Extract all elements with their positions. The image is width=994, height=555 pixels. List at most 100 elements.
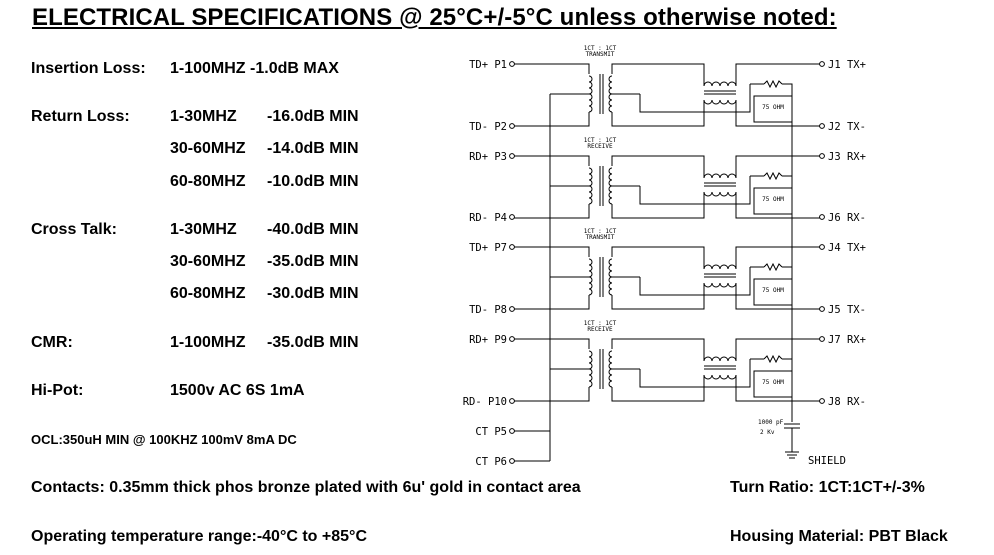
return-loss-label: Return Loss: xyxy=(31,108,130,125)
resistor-label: 75 OHM xyxy=(762,379,784,386)
capacitor-voltage-label: 2 Kv xyxy=(760,429,775,436)
choke-coil xyxy=(703,374,737,380)
right-pin-label: J3 RX+ xyxy=(828,151,866,163)
operating-temp-spec: Operating temperature range:-40°C to +85… xyxy=(31,528,367,545)
transformer-ratio-label: 1CT : 1CT xyxy=(584,137,617,144)
resistor-wire xyxy=(639,176,751,205)
transformer-secondary-coil xyxy=(608,350,613,388)
resistor-label: 75 OHM xyxy=(762,287,784,294)
left-pin-label: TD- P2 xyxy=(469,121,507,133)
left-pin-terminal xyxy=(509,61,515,67)
left-pin-terminal xyxy=(509,244,515,250)
right-pin-terminal xyxy=(819,336,825,342)
cmr-label: CMR: xyxy=(31,334,73,351)
input-wire xyxy=(514,112,590,127)
output-wire xyxy=(700,192,705,219)
output-wire xyxy=(700,283,705,310)
right-pin-terminal xyxy=(819,123,825,129)
left-pin-terminal xyxy=(509,428,515,434)
left-pin-terminal xyxy=(509,398,515,404)
input-wire xyxy=(514,204,590,219)
output-wire xyxy=(611,63,700,74)
transformer-primary-coil xyxy=(588,258,593,296)
left-pin-label: TD+ P7 xyxy=(469,242,507,254)
choke-coil xyxy=(703,173,737,179)
contacts-spec: Contacts: 0.35mm thick phos bronze plate… xyxy=(31,479,581,496)
output-wire xyxy=(611,338,700,349)
right-pin-label: J6 RX- xyxy=(828,212,866,224)
cross-talk-freq: 60-80MHZ xyxy=(170,285,246,302)
transformer-mode-label: TRANSMIT xyxy=(586,234,615,241)
output-wire xyxy=(700,63,705,86)
left-pin-terminal xyxy=(509,153,515,159)
transformer-primary-coil xyxy=(588,350,593,388)
output-wire xyxy=(700,375,705,402)
right-pin-terminal xyxy=(819,153,825,159)
transformer-mode-label: RECEIVE xyxy=(587,143,613,150)
right-pin-label: J7 RX+ xyxy=(828,334,866,346)
cross-talk-freq: 1-30MHZ xyxy=(170,221,237,238)
resistor-label: 75 OHM xyxy=(762,196,784,203)
choke-coil xyxy=(703,99,737,105)
left-pin-label: RD+ P9 xyxy=(469,334,507,346)
resistor-label: 75 OHM xyxy=(762,104,784,111)
return-loss-value: -14.0dB MIN xyxy=(267,140,359,157)
resistor-wire xyxy=(639,267,751,296)
output-wire xyxy=(611,295,700,310)
input-wire xyxy=(514,63,590,74)
output-wire xyxy=(700,338,705,361)
return-loss-value: -10.0dB MIN xyxy=(267,173,359,190)
transformer-primary-coil xyxy=(588,167,593,205)
output-wire xyxy=(735,63,820,86)
cmr-value: -35.0dB MIN xyxy=(267,334,359,351)
left-pin-terminal xyxy=(509,306,515,312)
resistor-wire xyxy=(639,359,751,388)
choke-coil xyxy=(703,356,737,362)
output-wire xyxy=(611,246,700,257)
return-loss-freq: 30-60MHZ xyxy=(170,140,246,157)
transformer-secondary-coil xyxy=(608,75,613,113)
left-pin-label: CT P5 xyxy=(475,426,507,438)
hipot-label: Hi-Pot: xyxy=(31,382,84,399)
right-pin-label: J8 RX- xyxy=(828,396,866,408)
right-pin-label: J1 TX+ xyxy=(828,59,866,71)
left-pin-terminal xyxy=(509,214,515,220)
transformer-ratio-label: 1CT : 1CT xyxy=(584,45,617,52)
transformer-mode-label: TRANSMIT xyxy=(586,51,615,58)
turn-ratio-spec: Turn Ratio: 1CT:1CT+/-3% xyxy=(730,479,925,496)
resistor-symbol xyxy=(763,171,783,181)
right-pin-label: J2 TX- xyxy=(828,121,866,133)
output-wire xyxy=(700,100,705,127)
page-title: ELECTRICAL SPECIFICATIONS @ 25°C+/-5°C u… xyxy=(32,4,837,31)
right-pin-label: J4 TX+ xyxy=(828,242,866,254)
resistor-symbol xyxy=(763,79,783,89)
left-pin-label: CT P6 xyxy=(475,456,507,468)
output-wire xyxy=(611,387,700,402)
cross-talk-value: -35.0dB MIN xyxy=(267,253,359,270)
return-loss-value: -16.0dB MIN xyxy=(267,108,359,125)
input-wire xyxy=(514,155,590,166)
cross-talk-value: -40.0dB MIN xyxy=(267,221,359,238)
choke-coil xyxy=(703,81,737,87)
left-pin-label: RD+ P3 xyxy=(469,151,507,163)
left-pin-terminal xyxy=(509,336,515,342)
return-loss-freq: 1-30MHZ xyxy=(170,108,237,125)
capacitor-value-label: 1000 pF xyxy=(758,419,784,426)
resistor-wire xyxy=(639,84,751,113)
transformer-secondary-coil xyxy=(608,258,613,296)
input-wire xyxy=(514,295,590,310)
resistor-symbol xyxy=(763,262,783,272)
cross-talk-label: Cross Talk: xyxy=(31,221,117,238)
input-wire xyxy=(514,387,590,402)
input-wire xyxy=(514,338,590,349)
shield-label: SHIELD xyxy=(808,455,846,467)
return-loss-freq: 60-80MHZ xyxy=(170,173,246,190)
housing-material-spec: Housing Material: PBT Black xyxy=(730,528,948,545)
right-pin-terminal xyxy=(819,306,825,312)
transformer-secondary-coil xyxy=(608,167,613,205)
output-wire xyxy=(611,112,700,127)
left-pin-terminal xyxy=(509,458,515,464)
output-wire xyxy=(611,204,700,219)
left-pin-terminal xyxy=(509,123,515,129)
